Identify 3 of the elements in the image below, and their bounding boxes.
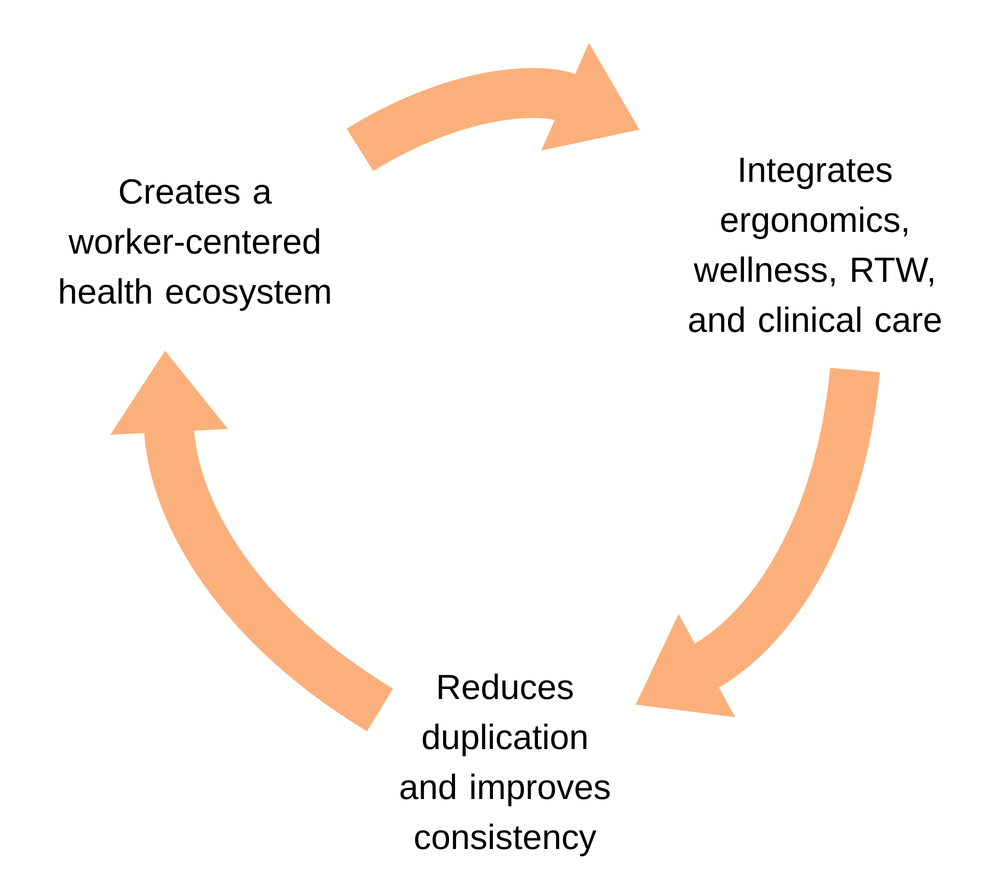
text-label: Creates a worker-centered health ecosystem: [60, 179, 330, 311]
text-label: Integrates ergonomics, wellness, RTW, and clinical care: [689, 158, 941, 332]
text-label: Reduces duplication and improves consistency: [400, 674, 610, 856]
